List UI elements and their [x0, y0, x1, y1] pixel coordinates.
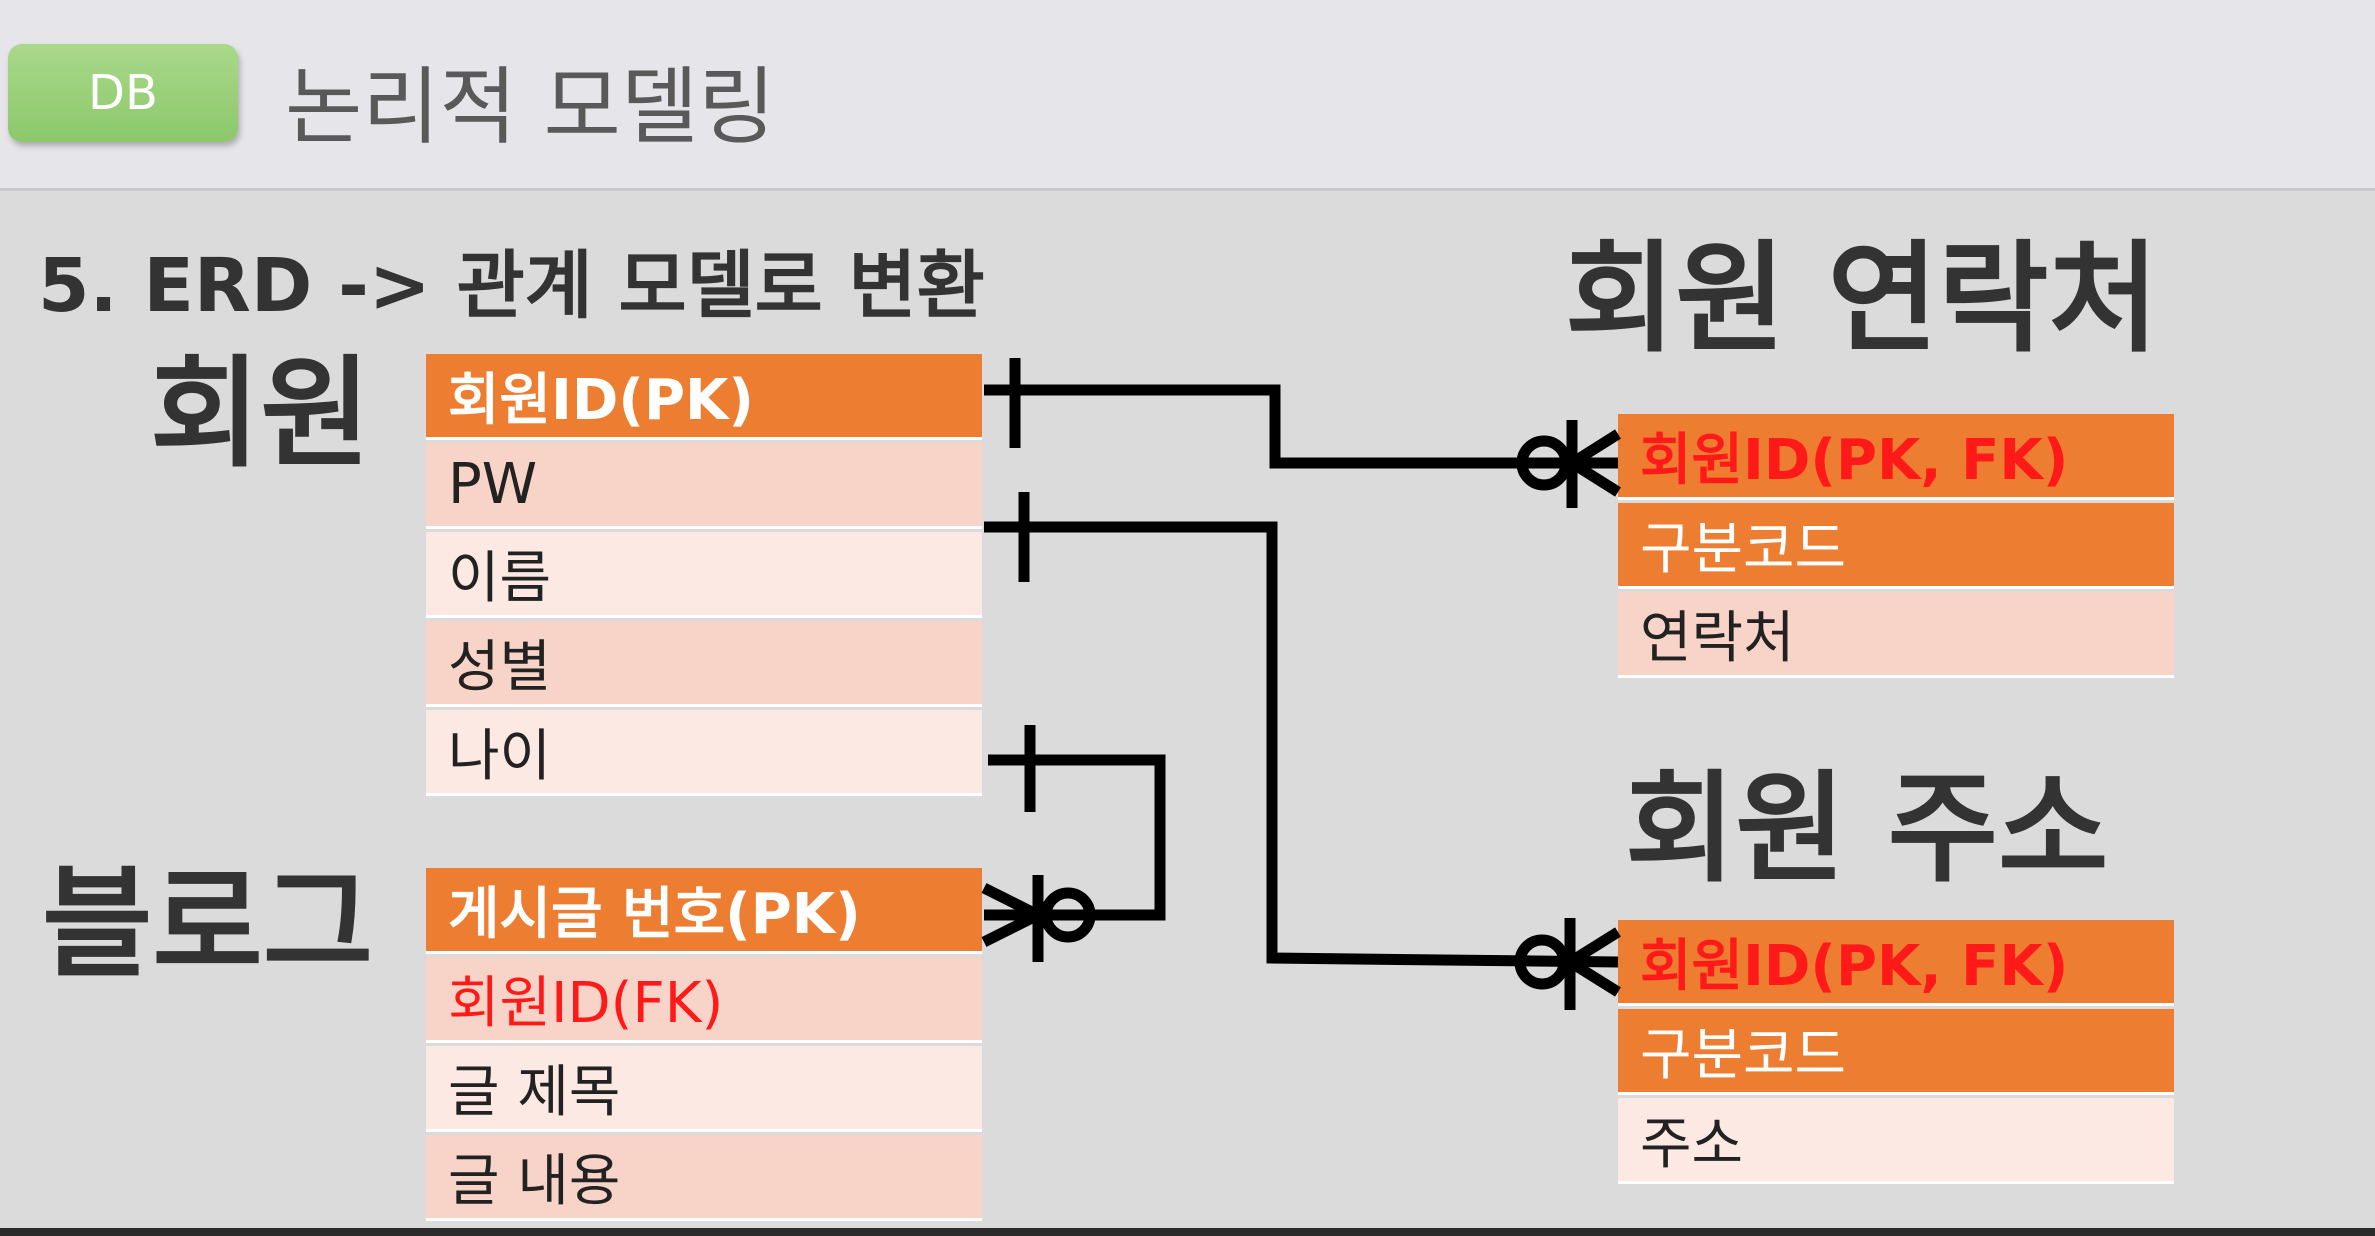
blog-attr-row: 글 제목 — [426, 1046, 982, 1132]
member-contact-crowfoot — [1569, 429, 1621, 468]
db-badge: DB — [8, 44, 238, 142]
member-contact-zero-circle — [1516, 435, 1572, 491]
member-blog-line — [984, 754, 1166, 921]
member-blog-crowfoot — [981, 910, 1041, 947]
member-title: 회원 — [150, 345, 371, 484]
address-key-row: 구분코드 — [1618, 1009, 2174, 1095]
member-pk-row: 회원ID(PK) — [426, 354, 982, 440]
member-entity: 회원ID(PK) PW 이름 성별 나이 — [426, 354, 982, 806]
blog-fk-label: 회원ID(FK) — [448, 971, 724, 1036]
header-title: 논리적 모델링 — [285, 58, 776, 156]
member-blog-zero-circle — [1040, 887, 1096, 943]
address-pk-label: 회원ID(PK, FK) — [1640, 934, 2069, 999]
member-contact-line — [984, 384, 1618, 469]
address-attr-row: 주소 — [1618, 1098, 2174, 1184]
contact-attr-row: 연락처 — [1618, 592, 2174, 678]
address-title: 회원 주소 — [1625, 760, 2109, 899]
contact-key-row: 구분코드 — [1618, 503, 2174, 589]
member-attr-row: 이름 — [426, 532, 982, 618]
blog-attr-row: 글 내용 — [426, 1135, 982, 1221]
blog-pk-row: 게시글 번호(PK) — [426, 868, 982, 954]
member-address-line — [984, 521, 1619, 968]
contact-title: 회원 연락처 — [1565, 230, 2159, 369]
member-attr-row: PW — [426, 443, 982, 529]
address-entity: 회원ID(PK, FK) 구분코드 주소 — [1618, 920, 2174, 1192]
slide-subtitle: 5. ERD -> 관계 모델로 변환 — [38, 243, 985, 329]
member-address-crowfoot — [1567, 957, 1621, 997]
blog-fk-row: 회원ID(FK) — [426, 957, 982, 1043]
slide-header: DB 논리적 모델링 — [0, 0, 2375, 191]
member-address-crowfoot — [1567, 927, 1621, 967]
address-pk-row: 회원ID(PK, FK) — [1618, 920, 2174, 1006]
blog-title: 블로그 — [42, 855, 374, 994]
member-address-zero-circle — [1514, 934, 1570, 990]
contact-pk-label: 회원ID(PK, FK) — [1640, 428, 2069, 493]
bottom-bar — [0, 1228, 2375, 1236]
member-attr-row: 나이 — [426, 710, 982, 796]
contact-entity: 회원ID(PK, FK) 구분코드 연락처 — [1618, 414, 2174, 686]
member-contact-crowfoot — [1569, 458, 1621, 497]
blog-entity: 게시글 번호(PK) 회원ID(FK) 글 제목 글 내용 — [426, 868, 982, 1228]
member-blog-crowfoot — [981, 883, 1041, 920]
contact-pk-row: 회원ID(PK, FK) — [1618, 414, 2174, 500]
member-attr-row: 성별 — [426, 621, 982, 707]
